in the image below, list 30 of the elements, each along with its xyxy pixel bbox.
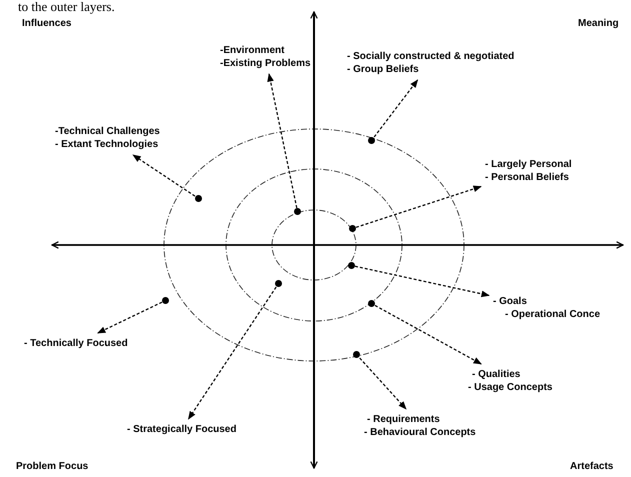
- annotation-text: - Largely Personal - Personal Beliefs: [485, 158, 572, 184]
- text-fragment: to the outer layers.: [18, 0, 115, 14]
- point-marker: [368, 300, 374, 306]
- quadrant-label: Meaning: [578, 18, 619, 29]
- annotation-text: - Goals - Operational Conce: [493, 295, 600, 321]
- point-marker: [294, 208, 300, 214]
- point-marker: [352, 350, 360, 358]
- arrow: [374, 304, 482, 365]
- quadrant-label: Artefacts: [570, 461, 614, 472]
- arrow: [188, 286, 277, 420]
- arrow: [356, 186, 482, 228]
- quadrant-label: Influences: [22, 18, 72, 29]
- annotation-text: -Technical Challenges - Extant Technologies: [55, 125, 160, 151]
- point-marker: [274, 280, 282, 286]
- point-marker: [368, 136, 374, 144]
- point-marker: [162, 296, 168, 304]
- annotation-text: -Environment -Existing Problems: [220, 44, 311, 70]
- arrow: [359, 358, 407, 410]
- point-marker: [348, 224, 356, 232]
- annotation-text: - Socially constructed & negotiated - Group Beliefs: [347, 50, 514, 76]
- arrow: [97, 302, 162, 334]
- point-marker: [194, 194, 202, 202]
- quadrant-label: Problem Focus: [16, 461, 88, 472]
- point-marker: [348, 262, 354, 268]
- arrow: [267, 73, 298, 208]
- annotation-text: - Strategically Focused: [127, 423, 236, 436]
- annotation-text: - Technically Focused: [24, 337, 128, 350]
- arrow: [374, 79, 418, 138]
- arrow: [354, 266, 490, 298]
- arrow: [132, 154, 196, 197]
